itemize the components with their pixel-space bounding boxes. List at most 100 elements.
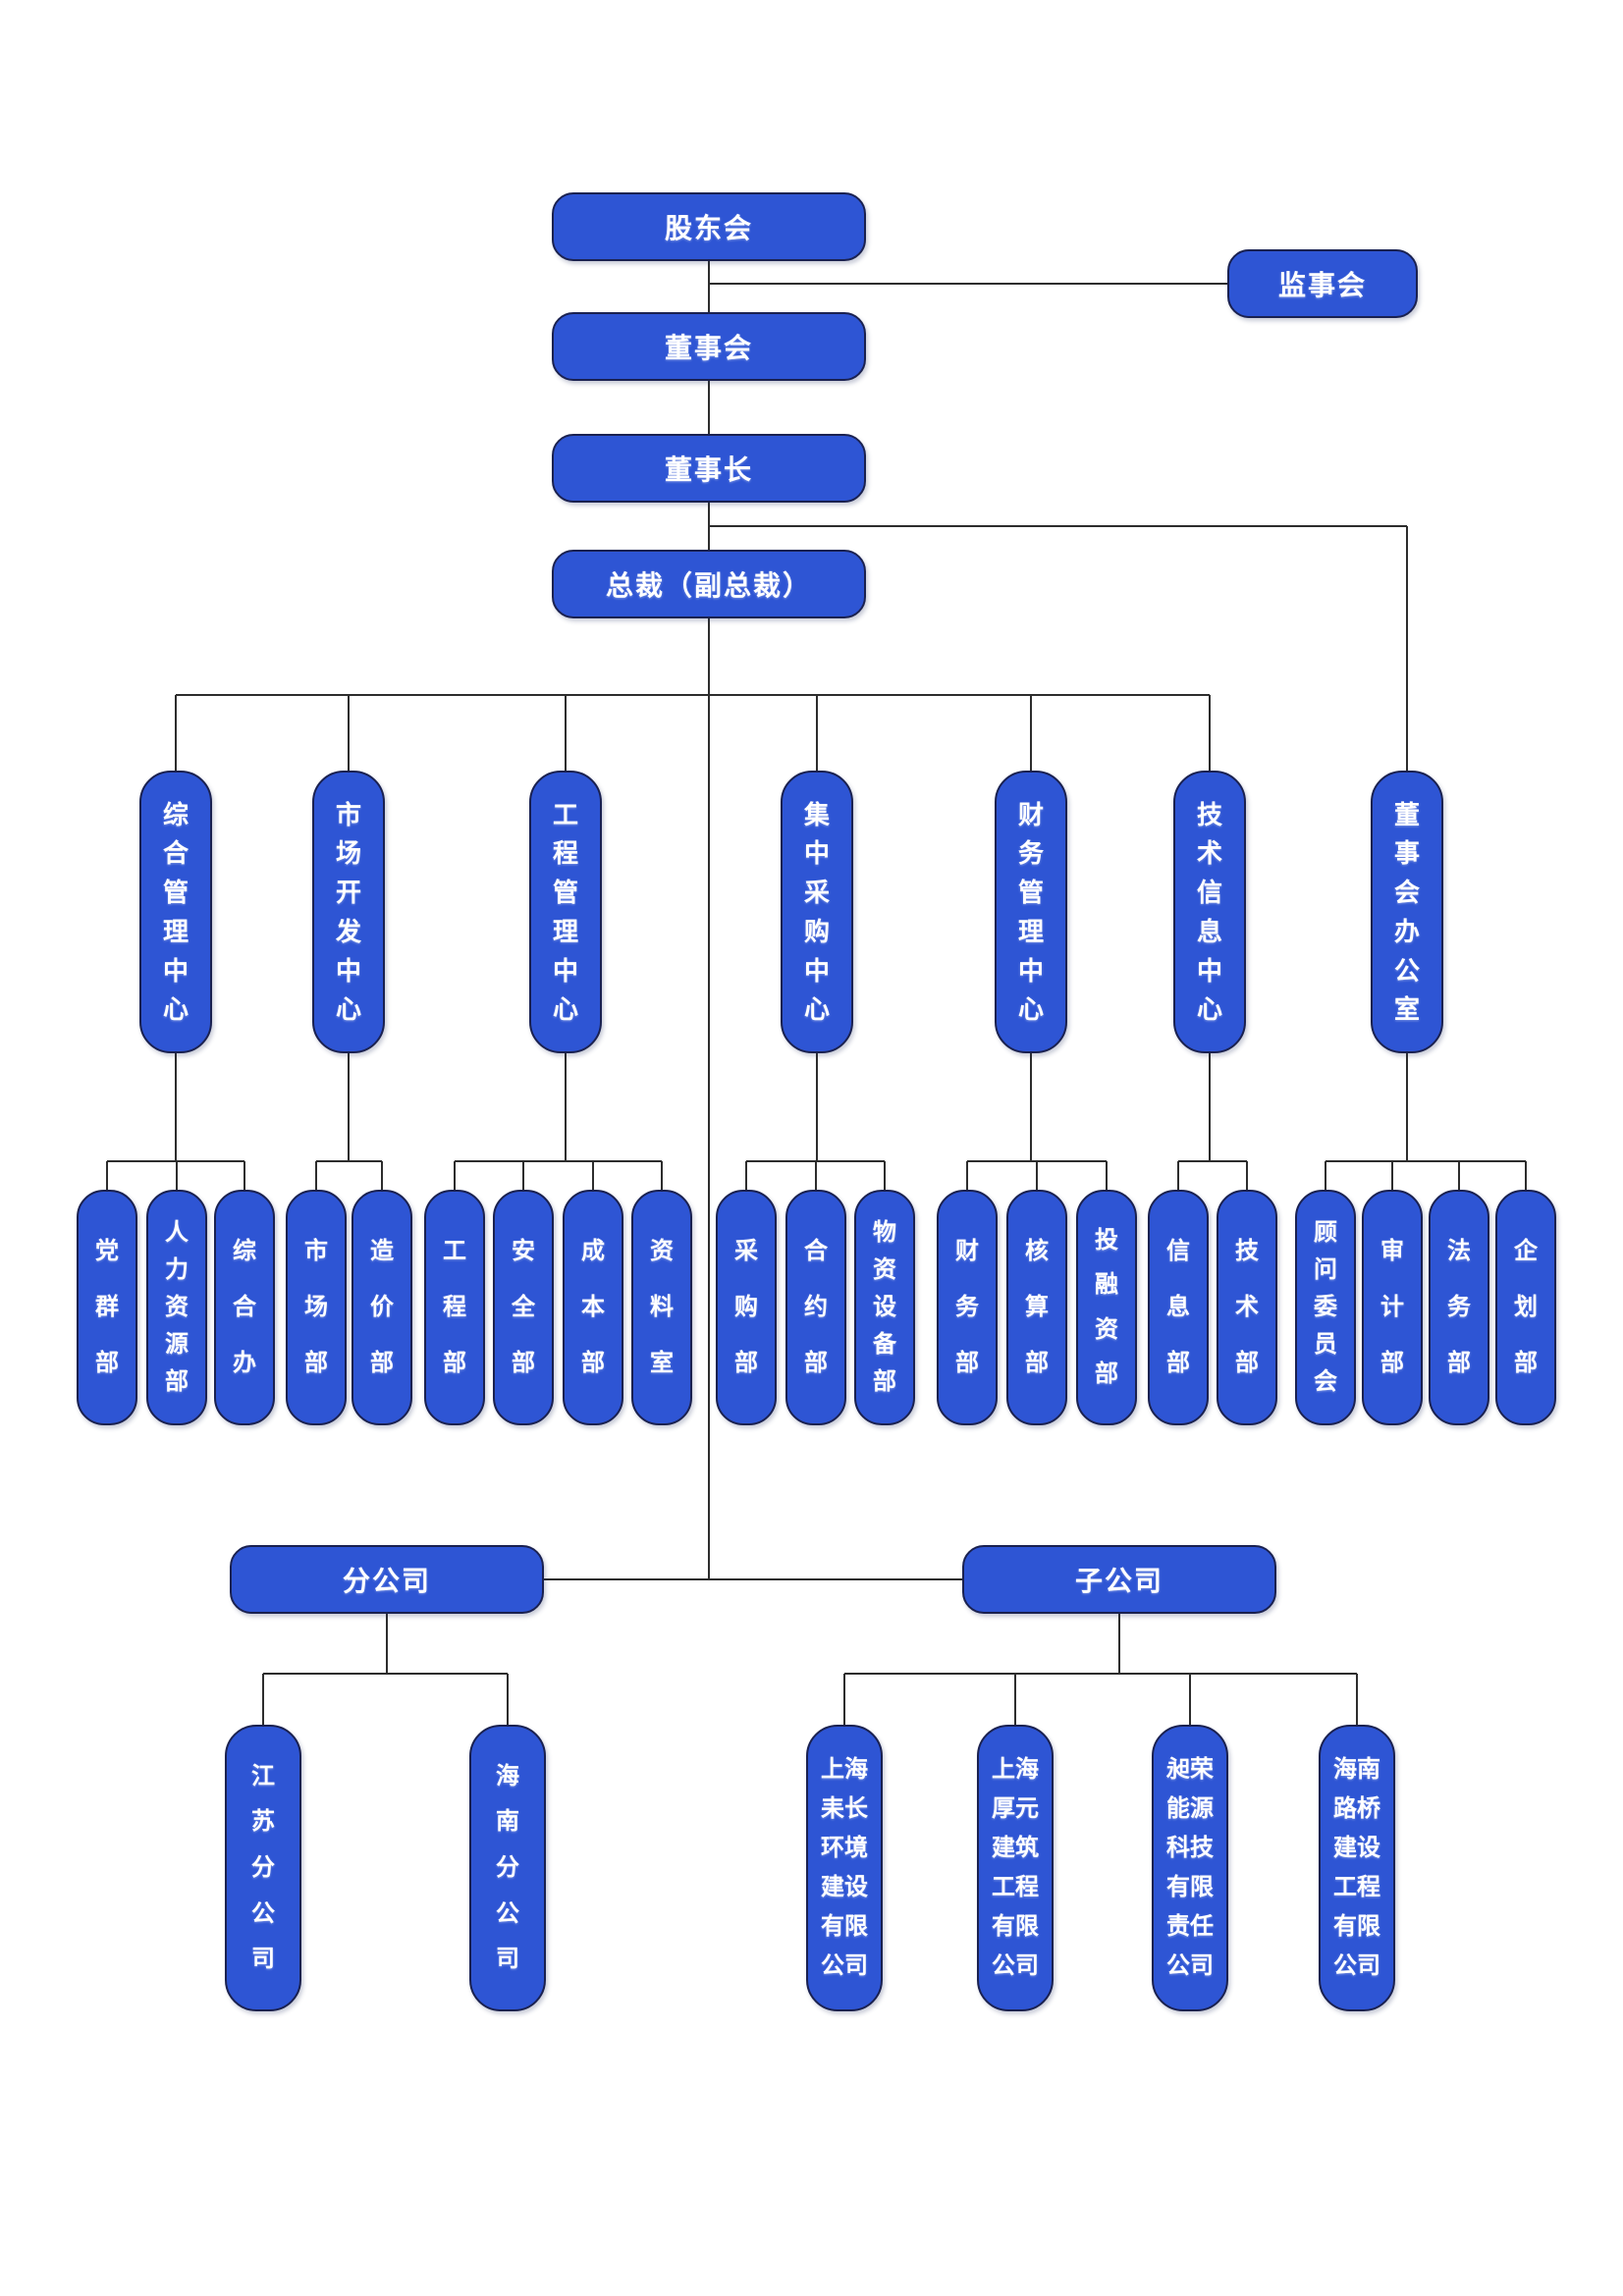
node-dept-5-1-label-part: 部 xyxy=(1235,1350,1259,1376)
node-dept-3-1-label-part: 部 xyxy=(804,1350,828,1376)
node-centralized-procurement-center-label-part: 采 xyxy=(803,878,830,908)
node-supervisory: 监事会 xyxy=(1227,249,1418,318)
node-dept-0-2-label-part: 合 xyxy=(233,1294,256,1320)
node-president-label: 总裁（副总裁） xyxy=(605,570,812,601)
node-finance-management-center: 财务管理中心 xyxy=(995,771,1067,1053)
node-dept-4-2: 投融资部 xyxy=(1076,1190,1137,1425)
node-dept-6-1: 审计部 xyxy=(1362,1190,1423,1425)
node-board-office-label-part: 公 xyxy=(1393,955,1420,986)
node-dept-5-0-label-part: 息 xyxy=(1166,1294,1190,1320)
node-dept-0-1-label-part: 源 xyxy=(165,1331,189,1358)
node-dept-3-1-label-part: 约 xyxy=(804,1294,828,1320)
node-dept-2-0: 工程部 xyxy=(424,1190,485,1425)
node-dept-4-2-label-part: 投 xyxy=(1095,1226,1118,1254)
node-subsidiary-2-label-part: 公司 xyxy=(1166,1952,1214,1979)
node-dept-4-0-label-part: 财 xyxy=(955,1238,979,1264)
node-dept-0-1: 人力资源部 xyxy=(146,1190,207,1425)
node-technology-information-center-label-part: 中 xyxy=(1196,955,1222,986)
node-centralized-procurement-center-label-part: 心 xyxy=(803,994,830,1025)
node-dept-4-1-label-part: 部 xyxy=(1025,1350,1049,1376)
node-general-management-center: 综合管理中心 xyxy=(139,771,212,1053)
node-dept-4-2-label-part: 部 xyxy=(1095,1361,1118,1388)
node-dept-0-1-label-part: 人 xyxy=(165,1219,189,1246)
node-dept-0-0-label-part: 部 xyxy=(95,1350,119,1376)
node-dept-0-1-label-part: 资 xyxy=(165,1294,189,1320)
node-subsidiary-0-label-part: 公司 xyxy=(821,1952,868,1979)
node-branch-company-1-label-part: 司 xyxy=(496,1946,519,1973)
node-technology-information-center-label-part: 技 xyxy=(1196,799,1222,829)
node-dept-1-1: 造价部 xyxy=(352,1190,412,1425)
node-subsidiary-2-label-part: 科技 xyxy=(1166,1835,1214,1861)
node-dept-2-0-label-part: 部 xyxy=(443,1350,466,1376)
node-dept-3-0: 采购部 xyxy=(716,1190,777,1425)
node-dept-0-2-label-part: 办 xyxy=(233,1350,256,1376)
node-engineering-management-center-label-part: 管 xyxy=(552,878,578,908)
node-president: 总裁（副总裁） xyxy=(552,550,866,618)
node-subsidiary-0: 上海耒长环境建设有限公司 xyxy=(806,1725,883,2011)
node-dept-2-1-label-part: 安 xyxy=(512,1238,535,1264)
node-dept-3-2-label-part: 部 xyxy=(873,1368,896,1395)
node-dept-6-0-label-part: 问 xyxy=(1314,1256,1337,1283)
node-dept-2-3: 资料室 xyxy=(631,1190,692,1425)
node-branch-company-1-label-part: 分 xyxy=(496,1853,519,1881)
node-chairman-label: 董事长 xyxy=(664,454,753,485)
node-dept-4-1: 核算部 xyxy=(1006,1190,1067,1425)
node-finance-management-center-label-part: 理 xyxy=(1017,916,1044,946)
node-dept-3-0-label-part: 采 xyxy=(734,1238,758,1264)
node-subsidiary-1-label-part: 厚元 xyxy=(992,1795,1039,1822)
node-dept-4-2-label-part: 融 xyxy=(1095,1271,1118,1299)
node-subsidiary-1-label-part: 工程 xyxy=(992,1874,1039,1900)
node-dept-6-3-label-part: 划 xyxy=(1514,1294,1538,1320)
node-subsidiary-0-label-part: 环境 xyxy=(821,1835,868,1861)
node-dept-2-1-label-part: 部 xyxy=(512,1350,535,1376)
node-dept-3-2-label-part: 物 xyxy=(873,1219,896,1246)
node-engineering-management-center-label-part: 程 xyxy=(552,838,578,869)
node-dept-0-2: 综合办 xyxy=(214,1190,275,1425)
node-board-office-label-part: 办 xyxy=(1393,916,1420,946)
node-dept-3-2-label-part: 资 xyxy=(873,1256,896,1283)
node-finance-management-center-label-part: 管 xyxy=(1017,878,1044,908)
node-subsidiary-3-label-part: 路桥 xyxy=(1333,1795,1380,1822)
node-dept-6-0-label-part: 委 xyxy=(1314,1294,1337,1320)
node-dept-6-1-label-part: 审 xyxy=(1380,1238,1404,1264)
node-subsidiary-2-label-part: 能源 xyxy=(1166,1795,1214,1822)
node-dept-4-2-label-part: 资 xyxy=(1095,1315,1118,1343)
node-dept-1-1-label-part: 造 xyxy=(370,1238,394,1264)
node-engineering-management-center-label-part: 工 xyxy=(552,799,578,829)
node-engineering-management-center-label-part: 理 xyxy=(552,916,578,946)
node-branch-company-0-label-part: 苏 xyxy=(251,1808,275,1836)
node-technology-information-center-label-part: 术 xyxy=(1196,838,1222,869)
node-general-management-center-label-part: 合 xyxy=(162,838,189,869)
node-branch-company-1: 海南分公司 xyxy=(469,1725,546,2011)
node-dept-3-0-label-part: 部 xyxy=(734,1350,758,1376)
node-dept-3-2-label-part: 备 xyxy=(873,1331,896,1358)
node-board: 董事会 xyxy=(552,312,866,381)
node-subsidiary-0-label-part: 上海 xyxy=(821,1756,868,1783)
node-dept-3-1: 合约部 xyxy=(785,1190,846,1425)
node-technology-information-center: 技术信息中心 xyxy=(1173,771,1246,1053)
node-dept-0-1-label-part: 部 xyxy=(165,1368,189,1395)
node-dept-2-3-label-part: 室 xyxy=(650,1350,674,1376)
node-general-management-center-label-part: 综 xyxy=(162,799,189,829)
node-branch-company-1-label-part: 海 xyxy=(496,1762,519,1789)
node-technology-information-center-label-part: 心 xyxy=(1196,994,1222,1025)
node-dept-1-0-label-part: 市 xyxy=(304,1238,328,1264)
node-dept-6-2-label-part: 法 xyxy=(1447,1238,1471,1264)
node-dept-2-1-label-part: 全 xyxy=(512,1294,535,1320)
node-dept-6-0-label-part: 员 xyxy=(1314,1331,1337,1358)
node-branch-companies: 分公司 xyxy=(230,1545,544,1614)
node-dept-2-0-label-part: 工 xyxy=(443,1238,466,1264)
node-dept-6-3-label-part: 企 xyxy=(1514,1238,1538,1264)
node-dept-0-0-label-part: 群 xyxy=(95,1294,119,1320)
node-subsidiary-1-label-part: 上海 xyxy=(992,1756,1039,1783)
node-market-development-center-label-part: 市 xyxy=(335,799,361,829)
node-dept-6-3-label-part: 部 xyxy=(1514,1350,1538,1376)
node-subsidiary-2-label-part: 有限 xyxy=(1166,1874,1214,1900)
node-dept-2-3-label-part: 料 xyxy=(650,1294,674,1320)
node-dept-4-1-label-part: 算 xyxy=(1025,1294,1049,1320)
node-dept-2-3-label-part: 资 xyxy=(650,1238,674,1264)
node-board-office-label-part: 董 xyxy=(1393,799,1420,829)
node-dept-2-0-label-part: 程 xyxy=(443,1294,466,1320)
node-finance-management-center-label-part: 务 xyxy=(1017,838,1044,869)
node-dept-0-0: 党群部 xyxy=(77,1190,137,1425)
